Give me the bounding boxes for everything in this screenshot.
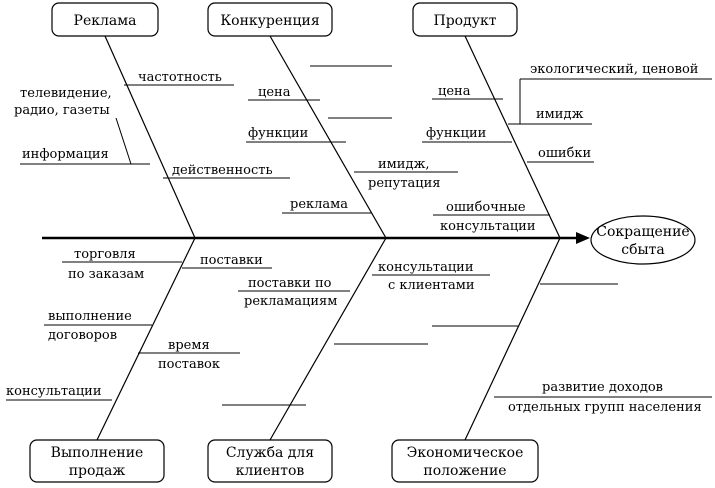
cause-ekologicheskiy: экологический, ценовой (530, 62, 698, 77)
causes-ekonomika: развитие доходов отдельных групп населен… (432, 283, 712, 415)
category-produkt: Продукт (412, 2, 518, 37)
cause-imidzh-line1: имидж, (378, 157, 430, 172)
cause-konsultatsii-line2: с клиентами (388, 278, 475, 293)
cause-funktsii: функции (426, 126, 486, 141)
cause-line (115, 117, 132, 165)
cause-imidzh: имидж (536, 107, 583, 122)
bone-produkt (464, 35, 561, 239)
cause-konsultatsii-line1: консультации (378, 260, 474, 275)
causes-produkt: экологический, ценовой цена имидж функци… (422, 62, 712, 234)
cause-oshibochnye-line1: ошибочные (446, 200, 526, 215)
category-vypolnenie: Выполнение продаж (29, 439, 165, 483)
effect-label-line2: сбыта (621, 242, 665, 258)
causes-reklama: частотность телевидение, радио, газеты и… (14, 70, 290, 179)
category-label-konkurentsiya: Конкуренция (220, 13, 319, 29)
causes-konkurentsiya: цена функции имидж, репутация реклама (246, 65, 458, 214)
bone-sluzhba (269, 237, 387, 441)
cause-torgovlya-line1: торговля (74, 247, 136, 262)
category-label-produkt: Продукт (434, 13, 497, 29)
cause-tsena: цена (258, 85, 291, 100)
causes-vypolnenie: торговля по заказам поставки выполнение … (6, 247, 272, 401)
category-label-vypolnenie-line2: продаж (69, 463, 126, 479)
cause-konsultatsii: консультации (6, 384, 102, 399)
cause-deistvennost: действенность (172, 163, 273, 178)
cause-imidzh-line2: репутация (368, 176, 441, 191)
cause-oshibochnye-line2: консультации (440, 219, 536, 234)
cause-funktsii: функции (248, 126, 308, 141)
cause-postavki-rekl-line2: рекламациям (244, 294, 337, 309)
cause-vremya-line2: поставок (158, 357, 220, 372)
bone-ekonomika (464, 237, 561, 441)
cause-postavki: поставки (200, 253, 263, 268)
cause-chastotnost: частотность (138, 70, 222, 85)
cause-televidenie-line1: телевидение, (20, 86, 112, 101)
category-label-ekonomika-line1: Экономическое (407, 445, 524, 461)
bone-konkurentsiya (269, 35, 387, 239)
cause-vremya-line1: время (168, 338, 210, 353)
cause-tsena: цена (438, 84, 471, 99)
spine-arrowhead (576, 232, 590, 244)
cause-postavki-rekl-line1: поставки по (248, 276, 332, 291)
cause-reklama: реклама (290, 197, 348, 212)
cause-torgovlya-line2: по заказам (68, 267, 144, 282)
category-label-reklama: Реклама (74, 13, 137, 29)
causes-sluzhba: поставки по рекламациям консультации с к… (222, 260, 490, 406)
bone-vypolnenie (96, 237, 196, 441)
category-reklama: Реклама (51, 2, 159, 37)
cause-razvitie-line1: развитие доходов (542, 380, 663, 395)
effect-ellipse (590, 215, 696, 265)
category-label-ekonomika-line2: положение (423, 463, 506, 479)
category-label-sluzhba-line2: клиентов (236, 463, 305, 479)
category-sluzhba: Служба для клиентов (207, 439, 333, 483)
cause-oshibki: ошибки (538, 146, 591, 161)
bone-reklama (104, 35, 196, 239)
category-ekonomika: Экономическое положение (391, 439, 539, 483)
cause-informatsiya: информация (22, 147, 109, 162)
effect-label-line1: Сокращение (596, 224, 689, 240)
cause-vypolnenie-line2: договоров (48, 328, 117, 343)
category-konkurentsiya: Конкуренция (207, 2, 333, 37)
cause-razvitie-line2: отдельных групп населения (508, 400, 702, 415)
cause-televidenie-line2: радио, газеты (14, 103, 110, 118)
category-label-vypolnenie-line1: Выполнение (51, 445, 144, 461)
cause-vypolnenie-line1: выполнение (48, 309, 132, 324)
category-label-sluzhba-line1: Служба для (226, 445, 314, 461)
